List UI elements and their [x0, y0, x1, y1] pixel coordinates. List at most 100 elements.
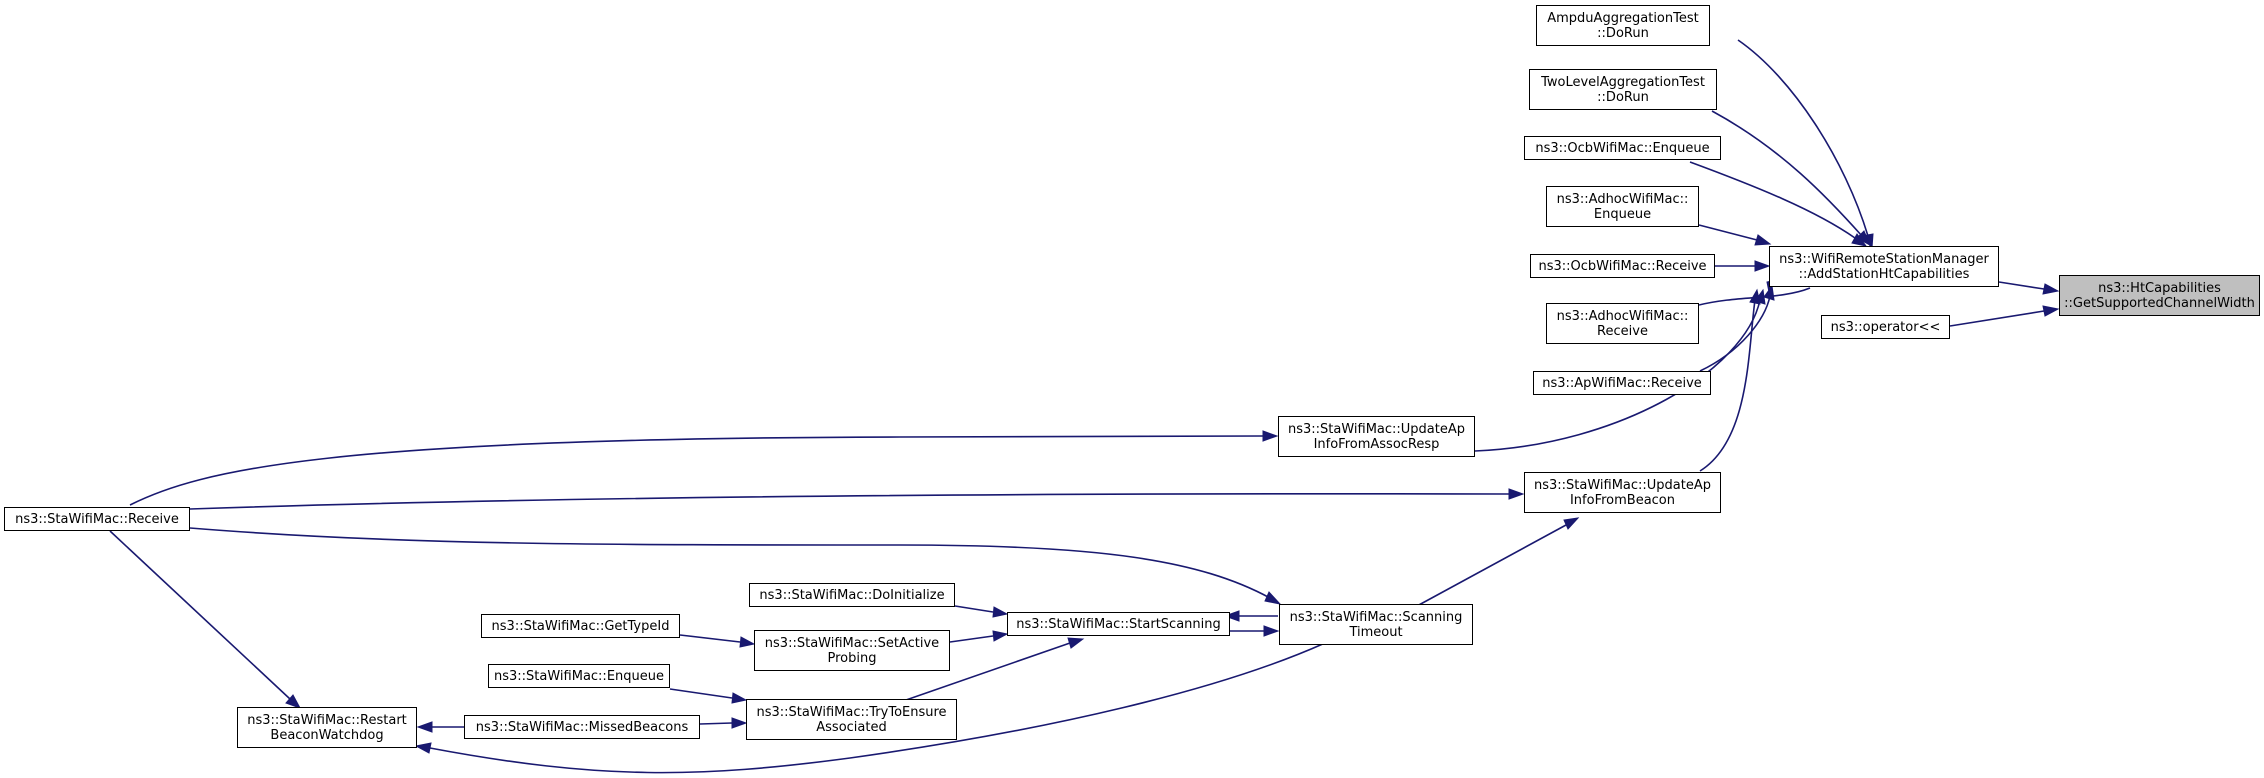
node-operator-ltlt[interactable]: ns3::operator<<: [1821, 315, 1950, 339]
node-twolevelaggregationtest-dorun[interactable]: TwoLevelAggregationTest ::DoRun: [1529, 69, 1717, 110]
arrowhead-scanning-to-beacon: [1563, 517, 1580, 530]
node-stawifimac-gettypeid[interactable]: ns3::StaWifiMac::GetTypeId: [481, 614, 680, 638]
node-label-line1: ns3::StaWifiMac::TryToEnsure: [756, 704, 947, 720]
arrowhead-staenqueue-to-trytoensure: [731, 692, 748, 704]
node-label-line1: ns3::StaWifiMac::Enqueue: [494, 668, 664, 684]
node-stawifimac-restartbeaconwatchdog[interactable]: ns3::StaWifiMac::Restart BeaconWatchdog: [237, 707, 417, 748]
node-label-line1: ns3::StaWifiMac::Restart: [247, 712, 407, 728]
node-label-line1: ns3::StaWifiMac::DoInitialize: [759, 587, 945, 603]
edge-beacon-to-addstation: [1699, 299, 1756, 472]
edge-staenqueue-to-trytoensure: [669, 688, 733, 699]
arrowhead-stareceive-to-beacon: [1508, 488, 1525, 500]
edge-stareceive-to-restart: [109, 530, 291, 700]
arrowhead-apreceive-to-addstation: [1763, 284, 1775, 301]
node-label-line1: ns3::StaWifiMac::Receive: [15, 511, 179, 527]
arrowhead-scanning-to-startscanning: [1223, 610, 1240, 622]
node-htcapabilities-getsupportedchannelwidth: ns3::HtCapabilities ::GetSupportedChanne…: [2059, 275, 2260, 316]
edge-stareceive-to-assocresp: [129, 435, 1264, 506]
node-label-line1: ns3::operator<<: [1830, 319, 1941, 335]
edge-doinitialize-to-startscanning: [954, 605, 994, 613]
node-label-line1: AmpduAggregationTest: [1547, 10, 1699, 26]
edge-stareceive-to-scanning: [189, 527, 1271, 599]
arrowhead-startscanning-to-scanning: [1263, 625, 1280, 637]
node-label-line2: Associated: [816, 719, 887, 735]
node-label-line2: Timeout: [1349, 624, 1403, 640]
arrowhead-twolevel-to-addstation: [1856, 230, 1872, 247]
arrowhead-missedbeacons-to-trytoensure: [731, 717, 748, 729]
arrowhead-stareceive-to-scanning: [1264, 591, 1282, 605]
node-label-line1: ns3::HtCapabilities: [2098, 280, 2221, 296]
node-ocbwifimac-enqueue[interactable]: ns3::OcbWifiMac::Enqueue: [1524, 136, 1721, 160]
node-label-line1: ns3::AdhocWifiMac::: [1556, 191, 1689, 207]
node-label-line1: ns3::WifiRemoteStationManager: [1779, 251, 1989, 267]
node-label-line1: TwoLevelAggregationTest: [1541, 74, 1705, 90]
node-label-line1: ns3::StaWifiMac::Scanning: [1289, 609, 1463, 625]
edge-stareceive-to-beacon: [189, 492, 1510, 510]
node-label-line2: ::GetSupportedChannelWidth: [2064, 295, 2255, 311]
node-stawifimac-receive[interactable]: ns3::StaWifiMac::Receive: [4, 507, 190, 531]
edge-twolevel-to-addstation: [1711, 110, 1863, 237]
node-label-line1: ns3::AdhocWifiMac::: [1556, 308, 1689, 324]
node-label-line1: ns3::StaWifiMac::MissedBeacons: [475, 719, 689, 735]
node-label-line1: ns3::StaWifiMac::GetTypeId: [491, 618, 670, 634]
node-wifiremotestationmanager-addstationhtcapabilities[interactable]: ns3::WifiRemoteStationManager ::AddStati…: [1769, 246, 1999, 287]
arrowhead-setactive-to-startscanning: [992, 630, 1009, 642]
node-adhocwifimac-enqueue[interactable]: ns3::AdhocWifiMac:: Enqueue: [1546, 186, 1699, 227]
arrowhead-ocbenqueue-to-addstation: [1851, 233, 1868, 247]
arrowhead-stareceive-to-assocresp: [1262, 430, 1279, 442]
node-stawifimac-updateapinfofrombeacon[interactable]: ns3::StaWifiMac::UpdateAp InfoFromBeacon: [1524, 472, 1721, 513]
edge-apreceive-to-addstation: [1699, 295, 1771, 372]
node-stawifimac-enqueue[interactable]: ns3::StaWifiMac::Enqueue: [488, 664, 670, 688]
edge-adhocenqueue-to-addstation: [1698, 224, 1758, 241]
edge-gettypeid-to-setactive: [679, 634, 741, 643]
node-label-line2: ::DoRun: [1597, 89, 1649, 105]
edge-ocbenqueue-to-addstation: [1689, 161, 1856, 239]
edge-scanning-to-restart: [429, 642, 1326, 774]
node-stawifimac-setactiveprobing[interactable]: ns3::StaWifiMac::SetActive Probing: [754, 630, 950, 671]
node-label-line2: InfoFromAssocResp: [1313, 436, 1440, 452]
arrowhead-doinitialize-to-startscanning: [992, 606, 1009, 618]
node-label-line2: Receive: [1597, 323, 1648, 339]
node-ampduaggregationtest-dorun[interactable]: AmpduAggregationTest ::DoRun: [1536, 5, 1710, 46]
edge-assocresp-to-addstation: [1474, 299, 1761, 452]
node-label-line2: ::DoRun: [1597, 25, 1649, 41]
arrowhead-operator-to-getsupported: [2042, 305, 2060, 317]
arrowhead-addstation-to-getsupported: [2042, 283, 2060, 295]
node-stawifimac-doinitialize[interactable]: ns3::StaWifiMac::DoInitialize: [749, 583, 955, 607]
node-apwifimac-receive[interactable]: ns3::ApWifiMac::Receive: [1533, 371, 1711, 395]
node-stawifimac-startscanning[interactable]: ns3::StaWifiMac::StartScanning: [1007, 612, 1230, 636]
node-label-line2: InfoFromBeacon: [1569, 492, 1676, 508]
edge-scanning-to-beacon: [1416, 524, 1567, 607]
node-adhocwifimac-receive[interactable]: ns3::AdhocWifiMac:: Receive: [1546, 303, 1699, 344]
edge-setactive-to-startscanning: [949, 635, 994, 643]
edge-missedbeacons-to-trytoensure: [699, 722, 733, 725]
node-label-line1: ns3::StaWifiMac::StartScanning: [1016, 616, 1221, 632]
node-label-line1: ns3::StaWifiMac::UpdateAp: [1533, 477, 1712, 493]
node-label-line1: ns3::StaWifiMac::SetActive: [764, 635, 940, 651]
arrowhead-ocbreceive-to-addstation: [1754, 260, 1771, 272]
node-stawifimac-trytoensureassociated[interactable]: ns3::StaWifiMac::TryToEnsure Associated: [746, 699, 957, 740]
arrowhead-adhocenqueue-to-addstation: [1754, 234, 1772, 246]
edge-trytoensure-to-startscanning: [905, 642, 1071, 701]
node-label-line1: ns3::StaWifiMac::UpdateAp: [1287, 421, 1466, 437]
node-label-line1: ns3::OcbWifiMac::Enqueue: [1535, 140, 1710, 156]
node-ocbwifimac-receive[interactable]: ns3::OcbWifiMac::Receive: [1530, 254, 1715, 278]
node-label-line1: ns3::OcbWifiMac::Receive: [1538, 258, 1707, 274]
arrowhead-beacon-to-addstation: [1749, 288, 1761, 305]
node-label-line1: ns3::ApWifiMac::Receive: [1542, 375, 1702, 391]
arrowhead-missedbeacons-to-restart: [416, 721, 433, 733]
arrowhead-gettypeid-to-setactive: [739, 636, 756, 648]
edge-addstation-to-getsupported: [1998, 281, 2045, 290]
arrowhead-trytoensure-to-startscanning: [1067, 637, 1085, 649]
node-stawifimac-missedbeacons[interactable]: ns3::StaWifiMac::MissedBeacons: [464, 715, 700, 739]
edge-ampdu-to-addstation: [1737, 39, 1869, 237]
node-label-line2: Probing: [827, 650, 877, 666]
node-label-line2: Enqueue: [1593, 206, 1652, 222]
node-stawifimac-scanningtimeout[interactable]: ns3::StaWifiMac::Scanning Timeout: [1279, 604, 1473, 645]
edge-operator-to-getsupported: [1949, 310, 2045, 327]
arrowhead-scanning-to-restart: [414, 742, 432, 754]
node-label-line2: ::AddStationHtCapabilities: [1798, 266, 1970, 282]
node-stawifimac-updateapinfofromassocresp[interactable]: ns3::StaWifiMac::UpdateAp InfoFromAssocR…: [1278, 416, 1475, 457]
